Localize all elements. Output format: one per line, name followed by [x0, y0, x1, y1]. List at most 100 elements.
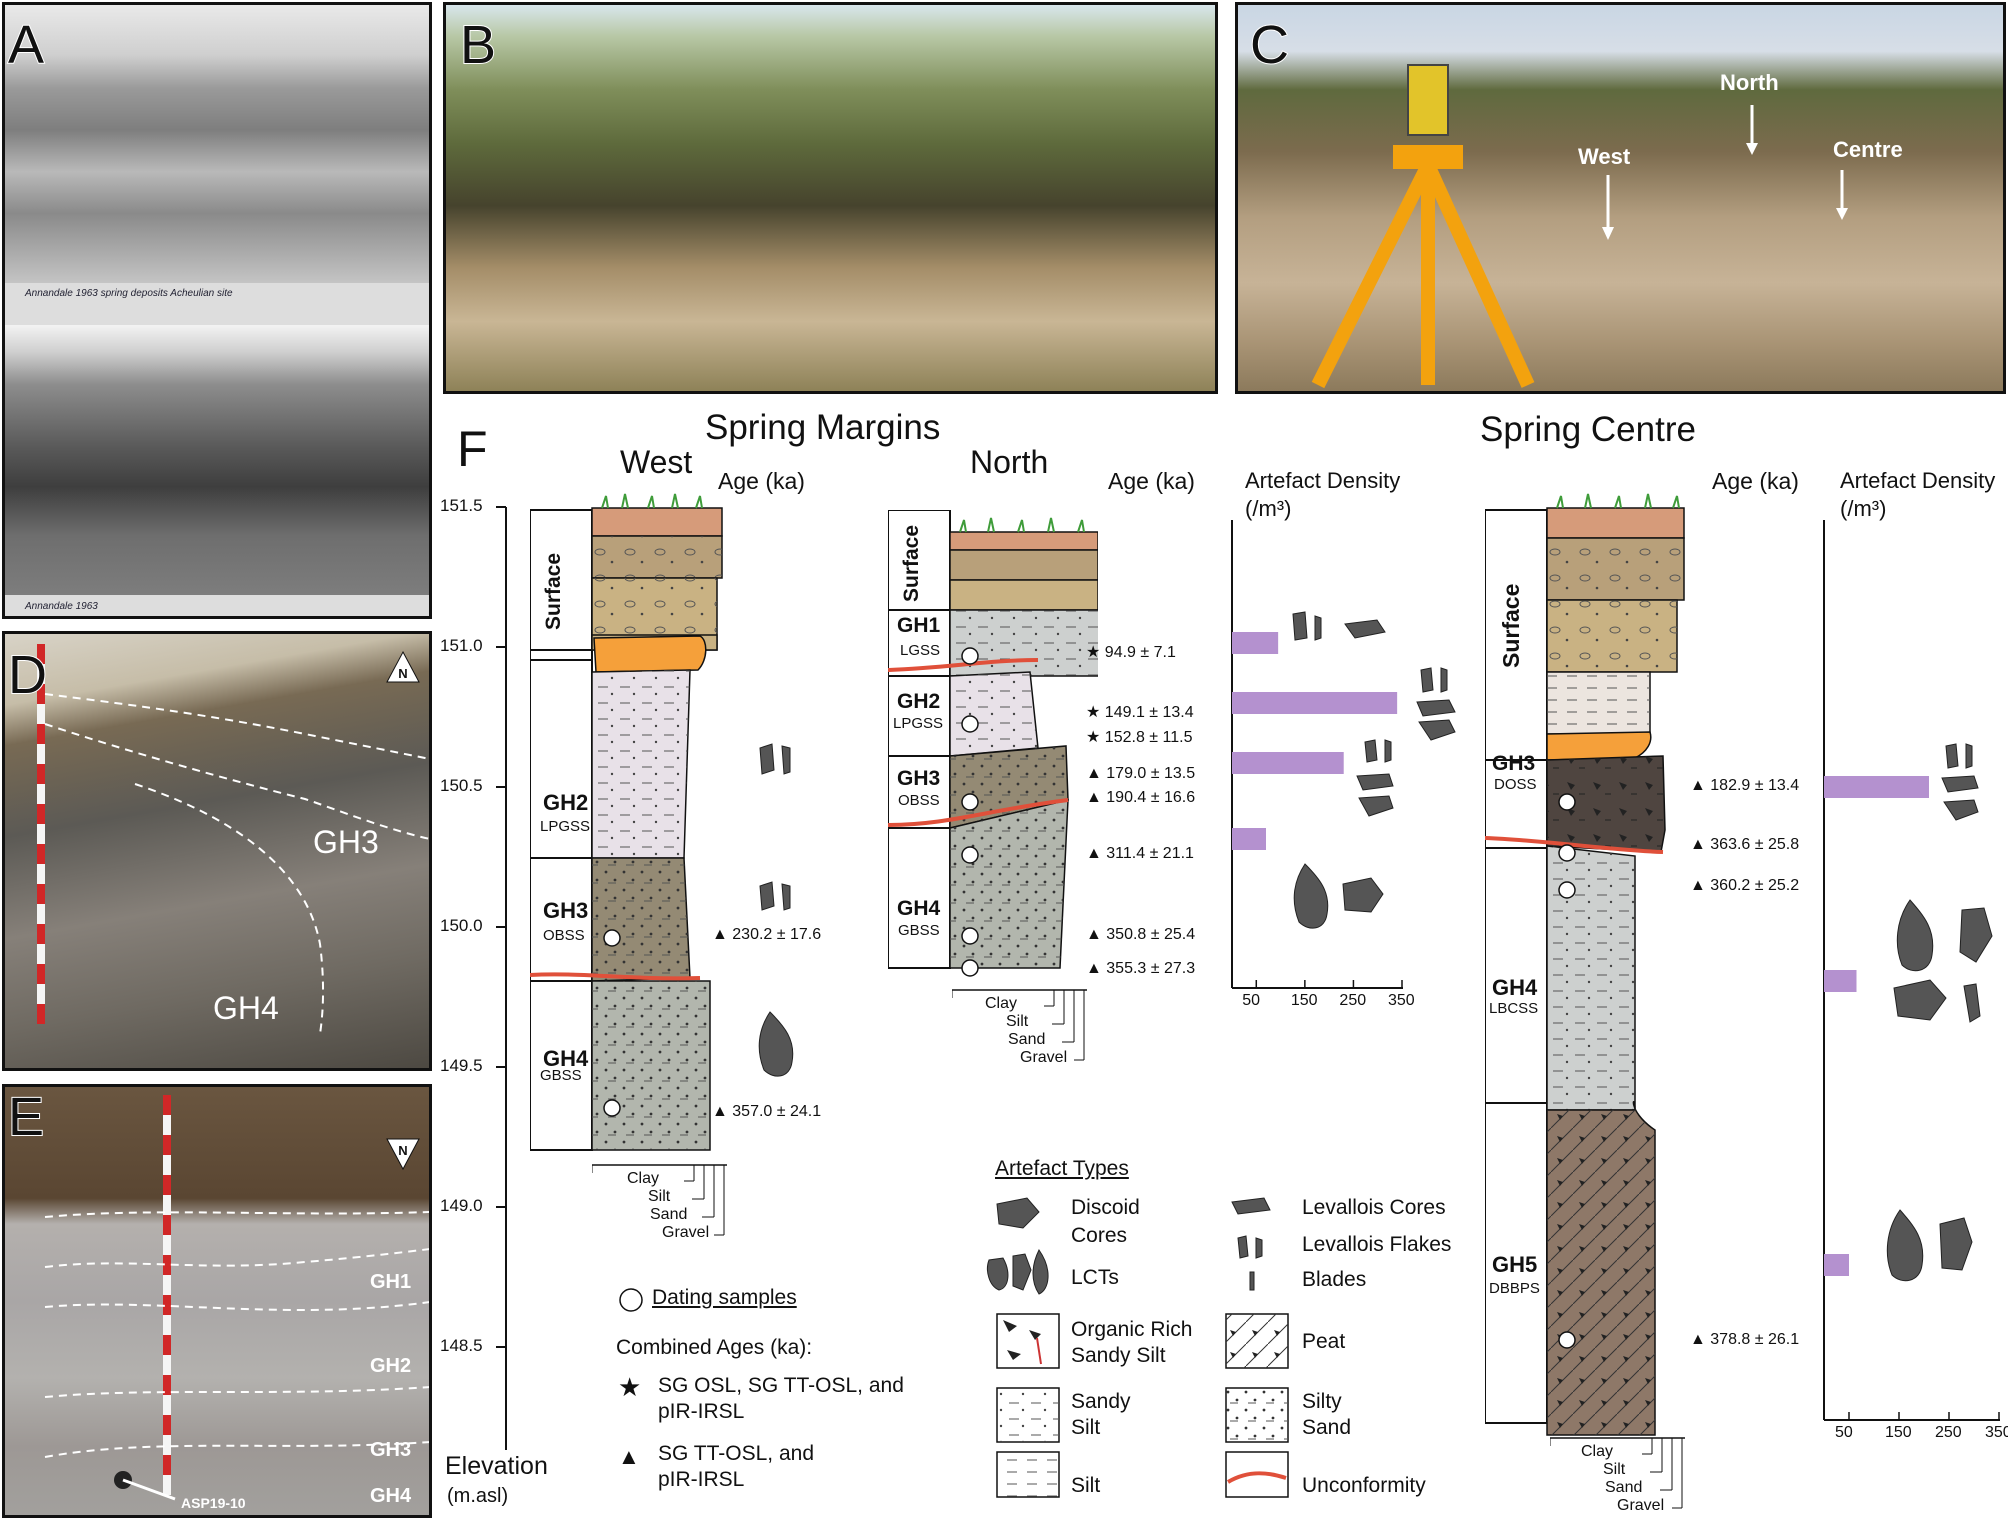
west-grain-scale — [592, 1164, 727, 1236]
west-age-2: ▲ 357.0 ± 24.1 — [712, 1103, 822, 1120]
density-bar-gh1 — [1232, 632, 1279, 654]
svg-text:N: N — [398, 666, 407, 681]
density-bar-gh3 — [1232, 752, 1344, 774]
legend-star-line2: pIR-IRSL — [658, 1400, 745, 1423]
north-gh3-name: OBSS — [898, 792, 940, 809]
panel-a-note-top: Annandale 1963 spring deposits Acheulian… — [25, 288, 233, 299]
north-age-7-val: 350.8 ± 25.4 — [1106, 926, 1196, 943]
heading-north: North — [970, 444, 1049, 480]
heading-spring-centre: Spring Centre — [1480, 410, 1696, 449]
heading-spring-margins: Spring Margins — [705, 408, 941, 447]
north-age-5-val: 190.4 ± 16.6 — [1106, 789, 1196, 806]
elev-tick-6: 149.0 — [440, 1196, 483, 1215]
density-tick-label: 250 — [1935, 1424, 1962, 1441]
west-section-log — [530, 493, 723, 1151]
legend-silt: Silt — [1071, 1474, 1101, 1497]
lct-icon — [1032, 1249, 1049, 1295]
dating-sample-icon — [619, 1288, 643, 1312]
centre-age-title: Age (ka) — [1712, 468, 1799, 494]
legend-combined-ages: Combined Ages (ka): — [616, 1336, 813, 1359]
panel-e-scale-bar — [163, 1095, 171, 1495]
north-age-5: ▲ 190.4 ± 16.6 — [1086, 789, 1196, 806]
svg-text:N: N — [398, 1143, 407, 1158]
density-bar-gh5 — [1824, 1254, 1849, 1276]
panel-b-photo — [443, 2, 1218, 394]
star-icon: ★ — [618, 1372, 642, 1402]
west-age-1: ▲ 230.2 ± 17.6 — [712, 926, 822, 943]
north-section-log — [888, 510, 1098, 977]
north-age-6-val: 311.4 ± 21.1 — [1106, 845, 1194, 862]
panel-d-boundaries — [44, 693, 429, 1035]
density-tick-label: 150 — [1885, 1424, 1912, 1441]
panel-c-arrows — [1602, 105, 1848, 240]
north-arrow-icon: N — [386, 650, 420, 683]
north-age-7: ▲ 350.8 ± 25.4 — [1086, 926, 1196, 943]
legend-lev-flakes: Levallois Flakes — [1302, 1233, 1452, 1256]
west-gh2-name: LPGSS — [540, 818, 591, 835]
density-tick-label: 250 — [1339, 992, 1367, 1009]
north-age-6: ▲ 311.4 ± 21.1 — [1086, 845, 1194, 862]
density-tick-label: 350 — [1388, 992, 1415, 1009]
centre-age-3: ▲ 360.2 ± 25.2 — [1690, 877, 1800, 894]
centre-age-2: ▲ 363.6 ± 25.8 — [1690, 836, 1800, 853]
elev-tick-2: 151.0 — [440, 636, 483, 655]
elev-axis-title: Elevation — [445, 1452, 548, 1480]
north-age-1: ★ 94.9 ± 7.1 — [1086, 644, 1176, 661]
centre-density-unit: (/m³) — [1840, 496, 1887, 521]
panel-c-north-label: North — [1720, 70, 1779, 95]
levallois-flake-icon — [1237, 1235, 1249, 1259]
centre-age-1: ▲ 182.9 ± 13.4 — [1690, 777, 1800, 794]
panel-f-label: F — [457, 421, 488, 477]
elev-tick-5: 149.5 — [440, 1056, 483, 1075]
north-gh2-name: LPGSS — [893, 715, 944, 732]
west-grain-gravel: Gravel — [662, 1224, 710, 1241]
north-density-bars — [1232, 632, 1398, 850]
north-gh1-name: LGSS — [900, 642, 941, 659]
centre-artefact-icons — [1886, 743, 1993, 1282]
levallois-core-icon — [1231, 1197, 1271, 1215]
legend-icons — [986, 1197, 1060, 1498]
legend-sandy-2: Silt — [1071, 1416, 1101, 1439]
west-age-1-val: 230.2 ± 17.6 — [732, 926, 822, 943]
north-gh4-name: GBSS — [898, 922, 940, 939]
legend-peat: Peat — [1302, 1330, 1346, 1353]
centre-density-chart — [1823, 520, 2000, 1421]
legend-icons-right — [1225, 1197, 1289, 1498]
north-grain-clay: Clay — [985, 995, 1018, 1012]
centre-grain-silt: Silt — [1603, 1461, 1626, 1478]
north-density-unit: (/m³) — [1245, 496, 1292, 521]
centre-gh4-name: LBCSS — [1489, 1000, 1539, 1017]
centre-age-4-val: 378.8 ± 26.1 — [1710, 1331, 1800, 1348]
north-gh4-code: GH4 — [897, 897, 941, 920]
centre-age-1-val: 182.9 ± 13.4 — [1710, 777, 1800, 794]
west-age-2-val: 357.0 ± 24.1 — [732, 1103, 822, 1120]
density-bar-gh3 — [1824, 776, 1929, 798]
elev-tick-7: 148.5 — [440, 1336, 483, 1355]
centre-age-2-val: 363.6 ± 25.8 — [1710, 836, 1800, 853]
centre-surface-label: Surface — [1498, 583, 1524, 668]
density-bar-gh4 — [1232, 828, 1266, 850]
legend-tri-line1: SG TT-OSL, and — [658, 1442, 815, 1465]
elevation-axis — [496, 506, 507, 1450]
north-grain-sand: Sand — [1008, 1031, 1046, 1048]
north-density-title: Artefact Density — [1245, 468, 1401, 493]
legend-star-line1: SG OSL, SG TT-OSL, and — [658, 1374, 904, 1397]
panel-e-label: E — [7, 1087, 45, 1147]
panel-a-bottom-image — [5, 325, 429, 595]
panel-c-photo — [1235, 2, 2006, 394]
north-age-8: ▲ 355.3 ± 27.3 — [1086, 960, 1196, 977]
north-gh2-code: GH2 — [897, 690, 941, 713]
west-artefact-icons — [758, 743, 794, 1077]
legend-lcts: LCTs — [1071, 1266, 1119, 1289]
legend-organic-2: Sandy Silt — [1071, 1344, 1166, 1367]
panel-a-top-image — [5, 5, 429, 283]
elev-tick-3: 150.5 — [440, 776, 483, 795]
legend-unconformity: Unconformity — [1302, 1474, 1426, 1497]
centre-age-3-val: 360.2 ± 25.2 — [1710, 877, 1800, 894]
density-tick-label: 50 — [1835, 1424, 1853, 1441]
west-gh2-code: GH2 — [543, 790, 589, 815]
north-age-2-val: 149.1 ± 13.4 — [1104, 704, 1194, 721]
discoid-core-icon — [996, 1197, 1040, 1229]
panel-b-label: B — [459, 15, 497, 75]
legend-discoid-1: Discoid — [1071, 1196, 1140, 1219]
